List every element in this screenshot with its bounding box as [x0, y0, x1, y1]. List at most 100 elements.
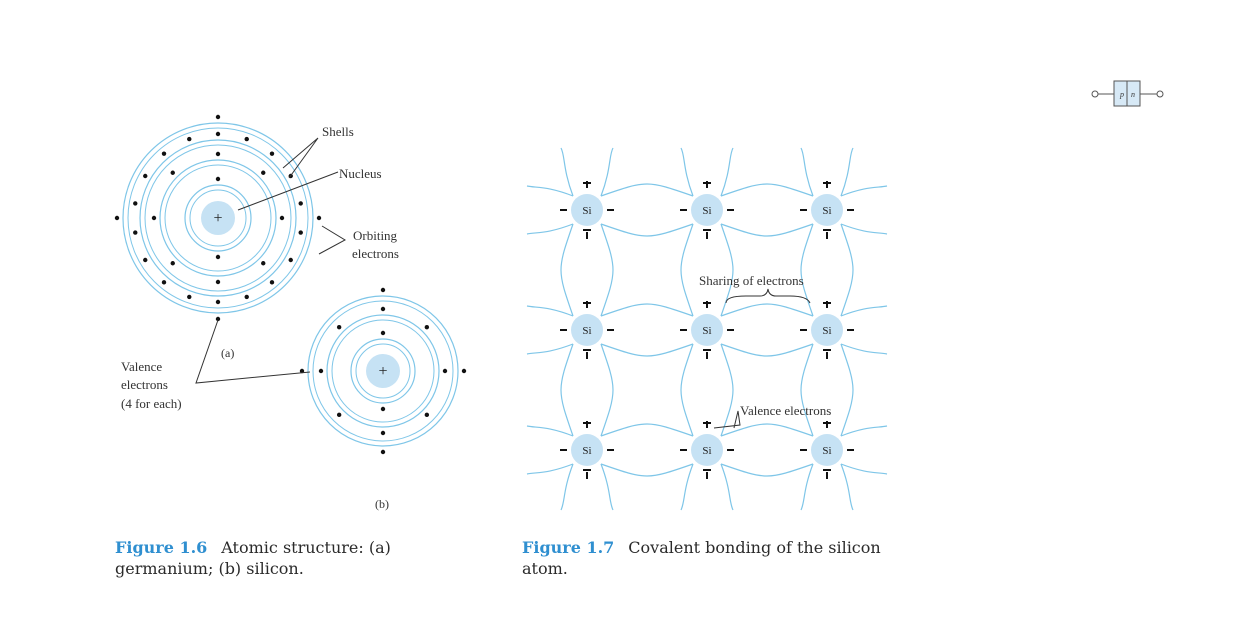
electron-dot: [380, 306, 386, 312]
bond-curve: [840, 305, 888, 317]
electron-dot: [279, 215, 285, 221]
shell-ring: [326, 314, 440, 428]
figure-1-6-number: Figure 1.6: [115, 538, 208, 557]
figure-1-7-number: Figure 1.7: [522, 538, 615, 557]
shell-ring: [184, 184, 252, 252]
nucleus-leader: [237, 171, 339, 211]
bond-curve: [600, 223, 694, 237]
bond-curve: [600, 147, 614, 197]
electron-dot: [170, 170, 175, 175]
silicon-atom-label: Si: [702, 445, 711, 457]
orbiting-leader: [318, 225, 347, 255]
silicon-atom-label: Si: [822, 325, 831, 337]
bond-curve: [680, 343, 694, 437]
silicon-nucleus: [571, 194, 603, 226]
bond-curve: [720, 343, 734, 437]
electron-dot: [299, 368, 305, 374]
electron-dot: [133, 201, 138, 206]
figure-1-7-annotations: [713, 288, 811, 429]
orbiting-label-line1: Orbiting: [353, 228, 398, 243]
bond-curve: [600, 463, 614, 511]
shell-ring: [159, 159, 277, 277]
shell-ring: [312, 300, 454, 442]
germanium-atom: +: [114, 114, 322, 322]
electron-dot: [316, 215, 322, 221]
bond-curve: [800, 223, 814, 317]
bond-curve: [720, 147, 734, 197]
silicon-atom-label: Si: [582, 445, 591, 457]
silicon-nucleus: [811, 314, 843, 346]
bond-curve: [720, 223, 734, 317]
figure-1-6-annotations: [195, 137, 347, 384]
electron-dot: [161, 280, 167, 285]
shell-ring: [355, 343, 411, 399]
sharing-brace: [725, 288, 811, 304]
diode-p-label: p: [1119, 90, 1124, 99]
bond-curve: [526, 343, 574, 355]
bond-curve: [840, 185, 888, 197]
shell-ring: [122, 122, 314, 314]
bond-curve: [840, 223, 854, 317]
electron-dot: [143, 257, 148, 263]
silicon-atom-label: Si: [822, 205, 831, 217]
figure-1-6-caption-text: Atomic structure: (a) germanium; (b) sil…: [115, 538, 391, 578]
bond-curve: [800, 147, 814, 197]
bond-curve: [720, 423, 814, 437]
electron-dot: [187, 136, 192, 142]
bond-curve: [720, 223, 814, 237]
silicon-atom-label: Si: [582, 325, 591, 337]
diode-symbol: p n: [1091, 80, 1164, 107]
bond-curve: [720, 303, 814, 317]
bond-curve: [840, 223, 888, 235]
electron-dot: [143, 173, 148, 179]
silicon-atom-label: Si: [582, 205, 591, 217]
electron-dot: [298, 230, 303, 235]
bond-curve: [680, 147, 694, 197]
silicon-nucleus: [811, 194, 843, 226]
shell-ring: [164, 164, 272, 272]
shells-label: Shells: [322, 124, 354, 139]
bond-curve: [800, 463, 814, 511]
bond-curve: [720, 463, 814, 477]
bond-curve: [560, 343, 574, 437]
electron-dot: [161, 151, 167, 156]
bond-curve: [600, 343, 694, 357]
bond-curve: [526, 223, 574, 235]
nucleus-plus-sign: +: [213, 210, 222, 227]
electron-dot: [215, 316, 221, 322]
valence-label-line1: Valence: [121, 359, 162, 374]
bond-curve: [600, 183, 694, 197]
part-b-label: (b): [375, 497, 389, 511]
bond-curve: [600, 223, 614, 317]
silicon-nucleus: [571, 434, 603, 466]
electron-dot: [380, 406, 386, 412]
bond-curve: [720, 343, 814, 357]
electron-dot: [215, 114, 221, 120]
shells-leader: [282, 137, 319, 179]
electron-dot: [269, 280, 275, 285]
electron-dot: [380, 330, 386, 336]
electron-dot: [244, 294, 249, 300]
silicon-nucleus: [691, 314, 723, 346]
electron-dot: [298, 201, 303, 206]
valence-leader-lattice: [713, 410, 741, 429]
bond-curve: [840, 147, 854, 197]
silicon-nucleus: [691, 434, 723, 466]
bond-curve: [560, 223, 574, 317]
electron-dot: [442, 368, 448, 374]
valence-label-line3: (4 for each): [121, 396, 182, 411]
electron-dot: [261, 170, 266, 175]
nucleus: [366, 354, 400, 388]
electron-dot: [215, 151, 221, 157]
bond-curve: [840, 425, 888, 437]
electron-dot: [380, 449, 386, 455]
shell-ring: [307, 295, 459, 447]
nucleus-label: Nucleus: [339, 166, 382, 181]
silicon-atom-label: Si: [822, 445, 831, 457]
electron-dot: [114, 215, 120, 221]
figure-1-7-caption-text: Covalent bonding of the silicon atom.: [522, 538, 881, 578]
shell-ring: [350, 338, 416, 404]
